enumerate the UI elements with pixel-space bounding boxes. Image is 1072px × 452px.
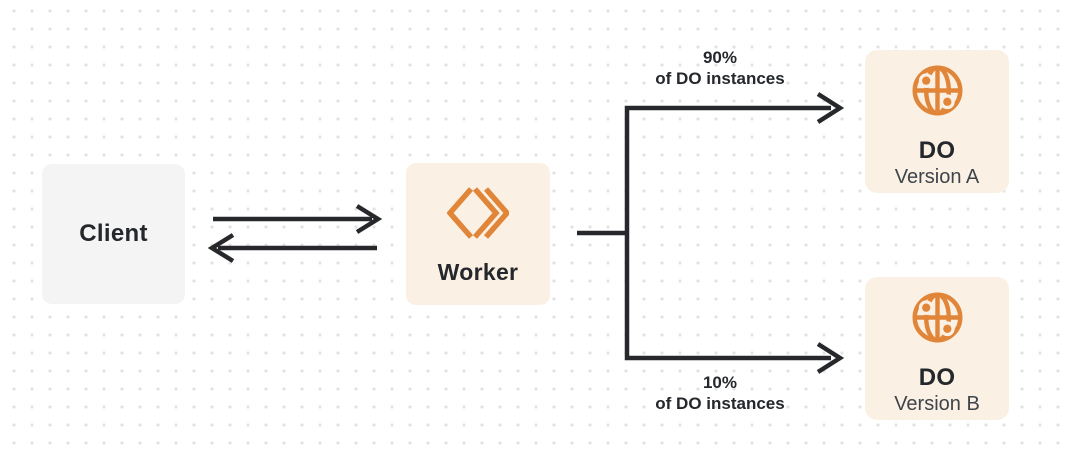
split-top-label-text: of DO instances [655, 69, 785, 88]
worker-node: Worker [406, 163, 550, 305]
do-a-title: DO [918, 137, 956, 164]
do-b-subtitle: Version B [894, 393, 980, 415]
globe-icon [912, 65, 962, 116]
client-node: Client [42, 164, 185, 304]
globe-icon [912, 292, 962, 343]
split-bottom-label-text: of DO instances [655, 394, 785, 413]
do-a-subtitle: Version A [894, 166, 980, 188]
split-bottom-label-percent: 10% [702, 373, 738, 392]
split-bottom-arrowhead [816, 342, 845, 374]
do-b-title: DO [918, 364, 956, 391]
client-label: Client [79, 220, 148, 247]
split-connector [577, 105, 831, 361]
split-top-arrowhead [816, 92, 845, 124]
do-version-a-node: DO Version A [865, 50, 1009, 193]
split-top-label-percent: 90% [702, 48, 738, 67]
worker-label: Worker [437, 259, 519, 285]
workers-chevrons-icon [447, 187, 509, 239]
request-arrow [213, 204, 383, 234]
split-bottom-label: 10% of DO instances [655, 372, 784, 414]
response-arrow [207, 233, 377, 263]
split-top-label: 90% of DO instances [655, 47, 784, 89]
do-version-b-node: DO Version B [865, 277, 1009, 420]
